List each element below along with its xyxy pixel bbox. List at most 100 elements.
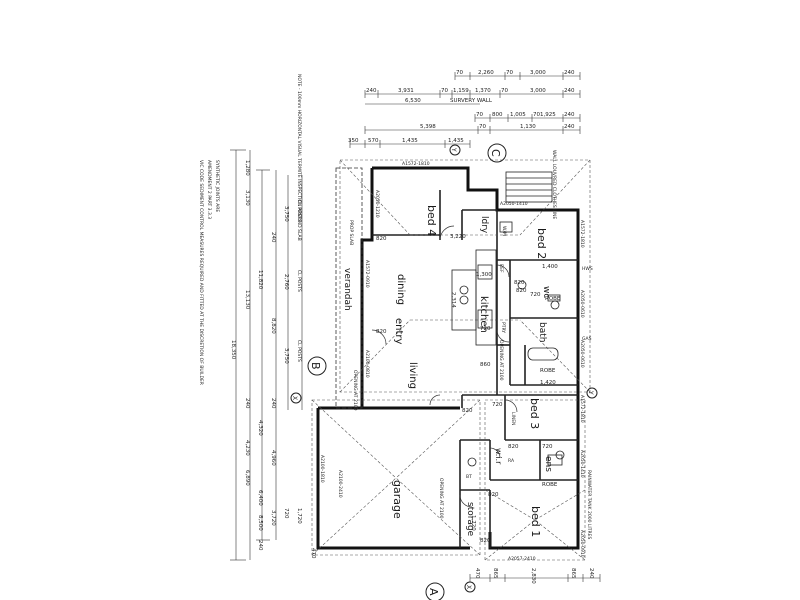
window-code: A2057-2410 xyxy=(508,556,536,562)
dim-label: 240 xyxy=(270,398,276,409)
robe-label: ROBE xyxy=(542,482,558,488)
dim-label: 70 xyxy=(456,70,463,76)
room-dim: 1,300 xyxy=(476,272,492,278)
room-label-bed4: bed 4 xyxy=(425,205,438,236)
pantry-label: PTRY xyxy=(500,322,506,333)
window-code: A2050-0610 xyxy=(579,290,585,318)
room-dim: 1,400 xyxy=(542,264,558,270)
grid-marker-y: Y xyxy=(587,390,594,395)
dim-label: 6,890 xyxy=(244,470,250,486)
dim-label: 3,000 xyxy=(530,88,546,94)
dim-label: 240 xyxy=(270,232,276,243)
dim-label: 4,320 xyxy=(257,420,263,436)
grid-marker-x: X xyxy=(291,396,298,400)
washing-machine-label: W/M xyxy=(501,226,507,236)
window-code: A2050-1210 xyxy=(374,190,380,218)
left-dimension-lines xyxy=(230,149,303,561)
dim-label: 13,130 xyxy=(244,290,250,310)
window-code: A1572-1810 xyxy=(579,220,585,248)
dim-label: 2,260 xyxy=(478,70,494,76)
dim-label: 240 xyxy=(244,398,250,409)
dim-label: 240 xyxy=(257,540,263,551)
dim-label: 3,750 xyxy=(283,348,289,364)
ra-label: RA xyxy=(508,458,515,464)
slab-note: PROP SLAB xyxy=(348,220,354,245)
window-code: A2100-0810 xyxy=(364,350,370,378)
dim-label: 470 xyxy=(474,568,480,579)
room-dim: 720 xyxy=(530,292,541,298)
hws-note: HWS xyxy=(582,266,593,272)
bottom-dimension-lines xyxy=(469,574,601,582)
dim-label: 1,435 xyxy=(402,138,418,144)
room-dim: 720 xyxy=(480,326,491,332)
dim-label: 8,820 xyxy=(270,318,276,334)
dim-label: 240 xyxy=(564,112,575,118)
opening-note: OPENING AT 2100 xyxy=(498,340,504,381)
room-dim: 1,420 xyxy=(540,380,556,386)
dim-label: 240 xyxy=(588,568,594,579)
dim-label: 70 xyxy=(441,88,448,94)
room-dim: 820 xyxy=(376,236,387,242)
dim-label: 240 xyxy=(564,88,575,94)
survey-wall-label: SURVERY WALL xyxy=(450,98,493,104)
dim-label: 70 xyxy=(501,88,508,94)
opening-note: OPENING AT 2100 xyxy=(352,370,358,411)
posts-label: CL POSTS xyxy=(296,270,302,292)
dim-label: 3,750 xyxy=(283,206,289,222)
dim-label: 70 xyxy=(476,112,483,118)
room-dim: 820 xyxy=(376,329,387,335)
window-code: A1572-0910 xyxy=(364,260,370,288)
clothes-line-note: WALL LOUVRED CLOTHES LINE xyxy=(551,150,557,219)
roof-lines xyxy=(311,159,591,561)
dim-label: 240 xyxy=(564,70,575,76)
window-codes: A1572-1810 A2050-1410 A2050-1210 A1572-0… xyxy=(319,161,585,562)
dim-label: 1,720 xyxy=(296,508,302,524)
dim-label: 3,931 xyxy=(398,88,414,94)
dim-label: 6,400 xyxy=(257,490,263,506)
dim-label: 5,398 xyxy=(420,124,436,130)
robe-label: ROBE xyxy=(540,368,556,374)
kitchen-fixtures xyxy=(451,249,497,346)
dim-label: 11,820 xyxy=(257,270,263,290)
rear-steps xyxy=(505,171,553,203)
dim-label: 865 xyxy=(570,568,576,579)
room-label-storage: storage xyxy=(465,502,475,537)
grid-marker-y: Y xyxy=(450,147,457,152)
grid-marker-c: C xyxy=(489,149,502,157)
dim-label: 720 xyxy=(283,508,289,519)
notes: NOTE - 100mm HORIZONTAL VISUAL TERMITE I… xyxy=(198,74,593,539)
window-code: A2050-1410 xyxy=(500,201,528,207)
grid-marker-a: A xyxy=(427,588,440,596)
bt-label: BT xyxy=(466,474,472,480)
fixture-labels: ROBE ROBE ROBE LINEN PTRY REF W/M RA BT xyxy=(466,226,561,488)
room-label-ldry: ldry xyxy=(479,216,489,234)
room-dim: 3,220 xyxy=(450,234,466,240)
room-dim: 720 xyxy=(542,444,553,450)
dim-label: 1,130 xyxy=(520,124,536,130)
dim-label: 70 xyxy=(533,112,540,118)
joints-note: SYNTHETIC JOINTS ARE xyxy=(214,160,220,212)
dim-label: 1,159 xyxy=(453,88,469,94)
dim-label: 470 xyxy=(310,548,316,559)
sediment-note: VIC CODE SEDIMENT CONTROL MEASURES REQUI… xyxy=(198,160,204,385)
room-label-garage: garage xyxy=(391,480,404,519)
dim-label: 3,000 xyxy=(530,70,546,76)
posts-label: CL POSTS xyxy=(296,200,302,222)
bathroom-fixtures xyxy=(467,221,565,467)
room-labels: bed 4 ldry bed 2 dining entry verandah k… xyxy=(342,205,553,537)
room-label-bed2: bed 2 xyxy=(535,228,548,259)
room-label-entry: entry xyxy=(393,318,404,345)
gas-note: GAS xyxy=(582,336,592,342)
dim-label: 2,760 xyxy=(283,274,289,290)
grid-markers xyxy=(290,143,598,600)
room-dimensions: 3,220 1,300 2,314 820 820 720 720 1,400 … xyxy=(376,234,558,544)
rainwater-tank-note: RAINWATER TANK 2000 LITRES xyxy=(586,470,592,539)
room-dim: 820 xyxy=(514,280,525,286)
dim-label: 8,500 xyxy=(257,515,263,531)
amendment-note: AMENDMENT 2 PART 3.3.3 xyxy=(206,160,212,219)
dim-label: 70 xyxy=(479,124,486,130)
dim-label: 6,530 xyxy=(405,98,421,104)
room-label-verandah: verandah xyxy=(342,268,352,311)
room-label-wir: w.i.r xyxy=(494,448,503,465)
